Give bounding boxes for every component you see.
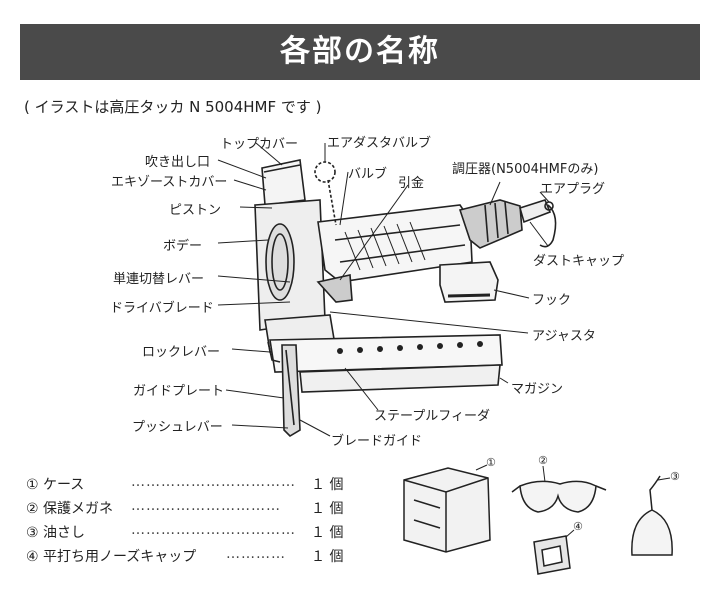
accessory-leader: …………………………… xyxy=(131,474,296,490)
accessory-leader: ………………………… xyxy=(131,498,281,514)
label-body: ボデー xyxy=(163,239,203,254)
marker-glasses: ② xyxy=(538,454,548,467)
marker-case: ① xyxy=(486,456,496,469)
label-air-plug: エアプラグ xyxy=(540,182,606,197)
accessory-qty: １ 個 xyxy=(311,477,344,493)
label-guide-plate: ガイドプレート xyxy=(133,384,225,399)
label-exhaust-port: 吹き出し口 xyxy=(145,155,211,170)
accessory-qty: １ 個 xyxy=(311,501,344,517)
label-air-duster-valve: エアダスタバルブ xyxy=(327,136,432,151)
label-piston: ピストン xyxy=(169,203,222,218)
title-banner: 各部の名称 xyxy=(20,24,700,80)
label-regulator: 調圧器(N5004HMFのみ) xyxy=(452,162,599,177)
accessory-qty: １ 個 xyxy=(311,549,344,565)
accessory-name: ② 保護メガネ xyxy=(26,501,114,517)
marker-nose-cap: ④ xyxy=(573,520,583,533)
accessory-name: ④ 平打ち用ノーズキャップ xyxy=(26,549,197,565)
label-blade-guide: ブレードガイド xyxy=(331,434,423,449)
accessory-leader: …………………………… xyxy=(131,522,296,538)
label-lock-lever: ロックレバー xyxy=(142,345,221,360)
marker-oil-can: ③ xyxy=(670,470,680,483)
illustration-note: ( イラストは高圧タッカ N 5004HMF です ) xyxy=(24,98,322,116)
label-dust-cap: ダストキャップ xyxy=(533,254,625,269)
label-hook: フック xyxy=(532,293,572,308)
label-driver-blade: ドライバブレード xyxy=(110,301,214,316)
label-exhaust-cover: エキゾーストカバー xyxy=(111,175,228,190)
label-switch-lever: 単連切替レバー xyxy=(113,272,205,287)
label-push-lever: プッシュレバー xyxy=(132,420,223,435)
page-title: 各部の名称 xyxy=(280,34,440,69)
accessory-leader: ………… xyxy=(226,546,286,562)
label-adjuster: アジャスタ xyxy=(532,329,596,344)
accessory-name: ③ 油さし xyxy=(26,525,86,541)
label-magazine: マガジン xyxy=(511,382,564,397)
accessory-name: ① ケース xyxy=(26,477,85,493)
label-valve: バルブ xyxy=(348,167,388,182)
accessory-qty: １ 個 xyxy=(311,525,344,541)
label-trigger: 引金 xyxy=(398,176,425,191)
label-staple-feeder: ステープルフィーダ xyxy=(374,409,490,424)
label-top-cover: トップカバー xyxy=(220,137,299,152)
